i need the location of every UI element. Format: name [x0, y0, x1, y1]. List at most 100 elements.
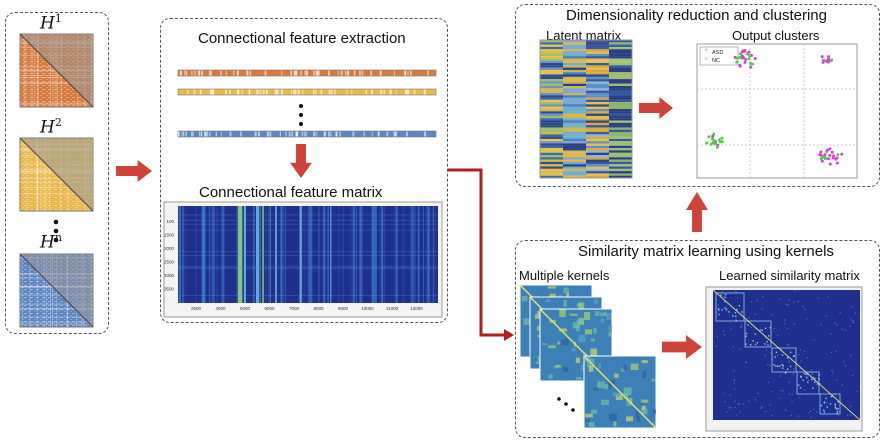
learned-speck	[816, 381, 819, 383]
learned-speck	[754, 313, 756, 316]
learned-speck	[841, 328, 843, 330]
latent-cell	[540, 127, 563, 130]
kernel-cell	[535, 357, 538, 362]
feature-vector-stripe	[305, 131, 307, 137]
heatmap-column	[412, 206, 415, 303]
learned-block-speck	[781, 354, 784, 356]
learned-speck	[736, 297, 739, 299]
feature-vector-stripe	[320, 89, 323, 95]
heatmap-column	[428, 206, 430, 303]
learned-speck	[761, 295, 764, 298]
latent-cell	[563, 72, 586, 75]
learned-speck	[723, 392, 725, 395]
learned-speck	[765, 410, 767, 413]
learned-speck	[816, 411, 818, 413]
feature-vector-stripe	[206, 131, 209, 137]
feature-vector-stripe	[313, 70, 315, 76]
learned-speck	[856, 390, 858, 392]
learned-block-speck	[741, 311, 743, 313]
latent-cell	[609, 173, 632, 176]
learned-speck	[791, 401, 793, 403]
feature-vector-stripe	[386, 131, 389, 137]
heatmap-column	[282, 206, 284, 303]
latent-cell	[586, 40, 609, 43]
latent-cell	[563, 102, 586, 105]
feature-vector-stripe	[328, 131, 330, 137]
cluster-point	[820, 55, 824, 59]
latent-cell	[540, 173, 563, 176]
learned-block-speck	[769, 326, 771, 329]
learned-speck	[843, 360, 845, 363]
latent-cell	[563, 141, 586, 144]
feature-vector-stripe	[407, 70, 409, 76]
latent-cell	[609, 164, 632, 167]
kernel-cell	[642, 371, 647, 378]
kernel-cell	[575, 324, 580, 332]
latent-cell	[540, 122, 563, 126]
kernel-cell	[590, 348, 598, 357]
latent-cell	[609, 136, 632, 139]
kernel-cell	[557, 341, 560, 345]
feature-vector-stripe	[351, 89, 353, 95]
latent-cell	[540, 111, 563, 114]
heatmap-column	[427, 206, 429, 303]
learned-block	[771, 347, 797, 373]
heatmap-column	[284, 206, 286, 303]
learned-speck	[771, 414, 773, 417]
learned-speck	[832, 372, 834, 374]
feature-vector-stripe	[413, 89, 416, 95]
feature-vector-stripe	[236, 89, 239, 95]
latent-cell	[586, 141, 609, 144]
kernel-cell	[588, 422, 595, 428]
cluster-point	[821, 60, 825, 64]
latent-cell	[563, 134, 586, 137]
kernel-cell	[608, 332, 612, 337]
latent-cell	[609, 152, 632, 156]
learned-block-speck	[793, 355, 795, 357]
feature-vector-stripe	[210, 89, 213, 95]
latent-cell	[563, 53, 586, 57]
kernel-cell	[641, 408, 648, 415]
heatmap-column	[324, 206, 325, 303]
kernel-cell	[641, 405, 646, 410]
latent-cell	[563, 97, 586, 100]
latent-cell	[540, 95, 563, 98]
feature-vector-stripe	[347, 70, 350, 76]
learned-block-speck	[784, 371, 787, 374]
heatmap-x-tick: 7000	[289, 306, 300, 311]
kernel-cell	[636, 416, 640, 422]
feature-vector-stripe	[185, 70, 188, 76]
heatmap-column	[221, 206, 223, 303]
latent-cell	[563, 42, 586, 45]
learned-block-speck	[735, 315, 737, 318]
latent-cell	[540, 166, 563, 169]
kernel-cell	[521, 295, 528, 302]
latent-cell	[540, 168, 563, 172]
learned-speck	[837, 414, 840, 416]
heatmap-column	[180, 206, 182, 303]
learned-speck	[849, 325, 851, 328]
latent-cell	[586, 92, 609, 96]
latent-matrix	[539, 39, 633, 179]
heatmap-column	[323, 206, 325, 303]
feature-vector-stripe	[291, 131, 294, 137]
heatmap-column	[375, 206, 376, 303]
learned-speck	[804, 350, 806, 352]
kernel-cell	[652, 409, 656, 414]
latent-cell	[586, 53, 609, 57]
heatmap-column	[373, 206, 376, 303]
heatmap-column	[236, 206, 238, 303]
feature-vector-stripe	[274, 89, 277, 95]
learned-speck	[810, 369, 812, 371]
latent-cell	[586, 74, 609, 77]
cluster-point	[753, 56, 757, 60]
latent-cell	[586, 168, 609, 172]
feature-vector-stripe	[424, 89, 426, 95]
latent-cell	[586, 56, 609, 59]
latent-cell	[609, 141, 632, 144]
latent-cell	[609, 97, 632, 100]
learned-similarity-matrix	[705, 286, 863, 432]
legend-marker-asd: *	[705, 49, 708, 55]
